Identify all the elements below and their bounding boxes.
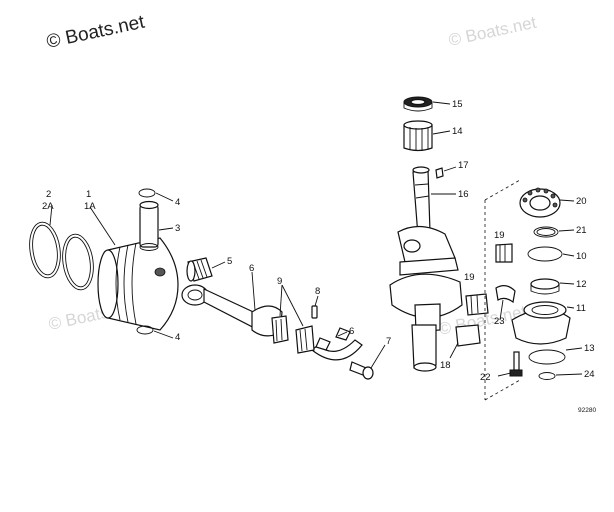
callout-20: 20	[576, 196, 587, 207]
diagram-code: 92280	[578, 407, 596, 414]
o-ring-10	[527, 246, 563, 262]
callout-5: 5	[227, 256, 232, 267]
bearing-race-23	[495, 285, 516, 304]
callout-14: 14	[452, 126, 463, 137]
wrist-pin-needle-bearing	[186, 257, 213, 282]
callout-7: 7	[386, 336, 391, 347]
woodruff-key	[435, 167, 444, 179]
callout-13: 13	[584, 343, 595, 354]
washer-24	[538, 372, 556, 380]
callout-6-cap: 6	[349, 326, 354, 337]
callout-2a: 2A	[42, 201, 54, 212]
crankshaft	[389, 166, 463, 372]
watermark-faint-top-right: © Boats.net	[447, 13, 538, 50]
lower-bearing-housing	[511, 301, 571, 345]
callout-15: 15	[452, 99, 463, 110]
upper-roller-bearing	[403, 120, 433, 152]
ball-bearing	[519, 187, 561, 218]
callout-10: 10	[576, 251, 587, 262]
piston	[97, 237, 179, 331]
callout-12: 12	[576, 279, 587, 290]
callout-23: 23	[494, 316, 505, 327]
callout-21: 21	[576, 225, 587, 236]
piston-pin	[139, 200, 159, 251]
leader-lines	[49, 101, 583, 377]
retaining-ring-bottom	[136, 325, 154, 335]
callout-22: 22	[480, 372, 491, 383]
callout-6-rod: 6	[249, 263, 254, 274]
callout-11: 11	[576, 303, 586, 314]
callout-16: 16	[458, 189, 469, 200]
connecting-rod-cap	[311, 327, 363, 361]
dashed-assembly-lines	[484, 179, 521, 401]
callout-19-upper: 19	[494, 230, 505, 241]
callout-24: 24	[584, 369, 595, 380]
callout-4-bottom: 4	[175, 332, 180, 343]
callout-18: 18	[440, 360, 451, 371]
top-oil-seal	[403, 96, 433, 112]
rod-bearing-cages	[271, 315, 315, 354]
callout-1a: 1A	[84, 201, 96, 212]
dowel-pin	[311, 305, 318, 319]
callout-4-top: 4	[175, 197, 180, 208]
callout-2: 2	[46, 189, 51, 200]
callout-17: 17	[458, 160, 469, 171]
callout-8: 8	[315, 286, 320, 297]
seal-12	[530, 278, 560, 295]
callout-9: 9	[277, 276, 282, 287]
callout-labels: 2 2A 1 1A 4 3 5 6 9 8 4 6 7 15 14 17 16 …	[42, 99, 595, 383]
bearing-race-18	[455, 324, 481, 347]
watermark-main: © Boats.net	[45, 12, 147, 53]
center-bearing-cage-19-upper	[495, 243, 513, 263]
retaining-ring-top	[138, 188, 156, 198]
callout-19-lower: 19	[464, 272, 475, 283]
screw-22	[509, 351, 523, 377]
connecting-rod	[181, 284, 283, 337]
callout-3: 3	[175, 223, 180, 234]
rod-screw	[349, 361, 374, 380]
o-ring-13	[528, 349, 566, 365]
center-bearing-cage-19-lower	[465, 293, 489, 316]
callout-1: 1	[86, 189, 91, 200]
piston-rings	[29, 221, 94, 291]
retaining-ring-21	[533, 226, 559, 238]
